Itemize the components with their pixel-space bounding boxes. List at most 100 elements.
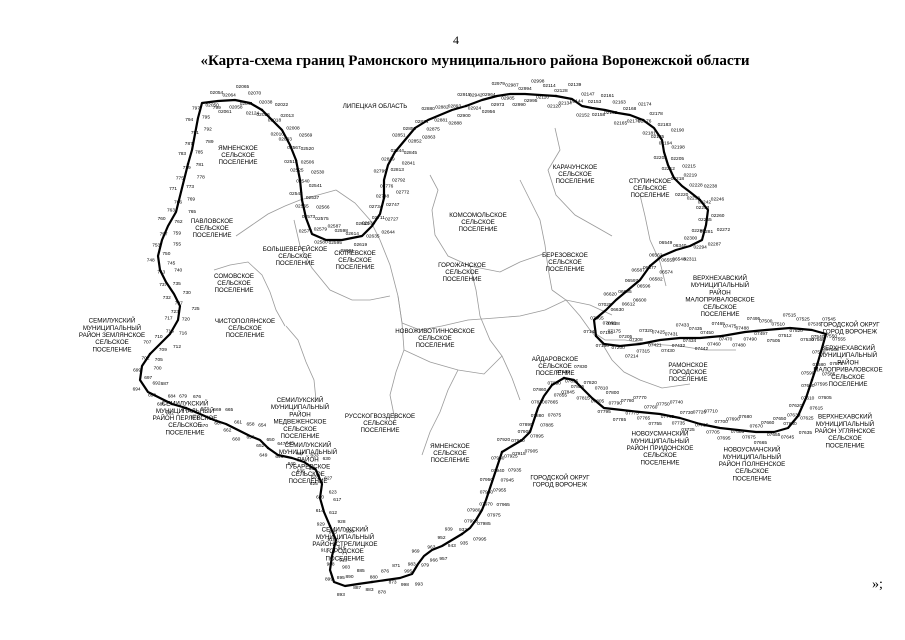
- boundary-point-label: 02577: [299, 229, 313, 235]
- boundary-point-label: 07715: [695, 423, 709, 429]
- boundary-point-label: 07740: [670, 400, 684, 406]
- boundary-point-label: 02530: [311, 170, 325, 176]
- boundary-point-label: 02294: [694, 245, 708, 251]
- boundary-point-label: 07645: [781, 434, 795, 440]
- boundary-point-label: 878: [378, 589, 386, 595]
- boundary-point-label: 737: [159, 282, 167, 288]
- boundary-point-label: 07700: [715, 419, 729, 425]
- boundary-point-label: 02219: [684, 172, 698, 178]
- boundary-point-label: 02841: [402, 161, 416, 167]
- district-boundary: [138, 92, 828, 588]
- boundary-point-label: 02900: [457, 113, 471, 119]
- boundary-point-label: 02128: [554, 88, 568, 94]
- boundary-point-label: 685: [157, 401, 165, 407]
- point-labels: 0205002054020610206402058020650204102070…: [133, 78, 846, 597]
- boundary-point-label: 07421: [648, 342, 662, 348]
- boundary-point-label: 02220: [675, 192, 689, 198]
- boundary-point-label: 07785: [613, 417, 627, 423]
- boundary-point-label: 02985: [501, 95, 515, 101]
- boundary-point-label: 07810: [595, 386, 609, 392]
- boundary-point-label: 699: [133, 368, 141, 374]
- boundary-point-label: 07450: [700, 330, 714, 336]
- boundary-point-label: 773: [186, 184, 194, 190]
- boundary-point-label: 07940: [491, 468, 505, 474]
- boundary-point-label: 07835: [565, 378, 579, 384]
- boundary-point-label: 07214: [625, 354, 639, 360]
- boundary-point-label: 07725: [681, 427, 695, 433]
- boundary-point-label: 07800: [606, 390, 620, 396]
- boundary-point-label: 07875: [548, 413, 562, 419]
- boundary-point-label: 07865: [545, 400, 559, 406]
- boundary-point-label: 06587: [632, 268, 646, 274]
- boundary-point-label: 02022: [275, 102, 289, 108]
- boundary-point-label: 07860: [533, 387, 547, 393]
- boundary-point-label: 02619: [354, 242, 368, 248]
- boundary-point-label: 07490: [744, 336, 758, 342]
- boundary-point-label: 676: [193, 394, 201, 400]
- boundary-point-label: 723: [171, 309, 179, 315]
- boundary-point-label: 06600: [633, 297, 647, 303]
- boundary-point-label: 727: [175, 301, 183, 307]
- boundary-point-label: 02190: [671, 128, 685, 134]
- boundary-point-label: 02995: [524, 98, 538, 104]
- boundary-point-label: 632: [309, 466, 317, 472]
- boundary-point-label: 635: [297, 468, 305, 474]
- boundary-point-label: 07805: [591, 398, 605, 404]
- boundary-point-label: 02575: [315, 216, 329, 222]
- boundary-point-label: 762: [175, 219, 183, 225]
- boundary-point-label: 02246: [711, 197, 725, 203]
- boundary-point-label: 07630: [787, 413, 801, 419]
- boundary-point-label: 995: [404, 568, 412, 574]
- boundary-point-label: 07068: [603, 321, 617, 327]
- boundary-point-label: 06574: [660, 269, 674, 275]
- boundary-point-label: 998: [401, 582, 409, 588]
- boundary-point-label: 02242: [698, 200, 712, 206]
- region-label: ЛИПЕЦКАЯ ОБЛАСТЬ: [343, 103, 408, 110]
- boundary-point-label: 07028: [607, 321, 621, 327]
- boundary-point-label: 02601: [341, 248, 355, 254]
- boundary-point-label: 07600: [801, 383, 815, 389]
- boundary-point-label: 658: [247, 421, 255, 427]
- boundary-point-label: 614: [316, 508, 324, 514]
- boundary-point-label: 02542: [289, 191, 303, 197]
- boundary-point-label: 07500: [759, 319, 773, 325]
- boundary-point-label: 07920: [497, 437, 511, 443]
- boundary-point-label: 913: [321, 548, 329, 554]
- boundary-point-label: 06597: [625, 278, 639, 284]
- boundary-point-label: 908: [327, 562, 335, 568]
- boundary-point-label: 07610: [801, 395, 815, 401]
- boundary-point-label: 02587: [328, 224, 342, 230]
- boundary-point-label: 02018: [268, 117, 282, 123]
- boundary-point-label: 785: [195, 150, 203, 156]
- boundary-point-label: 07890: [519, 422, 533, 428]
- boundary-point-label: 02792: [392, 177, 406, 183]
- trailing-text: »;: [872, 577, 883, 592]
- boundary-point-label: 799: [213, 105, 221, 111]
- boundary-point-label: 02176: [638, 118, 652, 124]
- boundary-point-label: 07770: [633, 395, 647, 401]
- boundary-point-label: 07160: [596, 343, 610, 349]
- boundary-point-label: 06553: [661, 258, 675, 264]
- boundary-point-label: 02300: [684, 235, 698, 241]
- boundary-point-label: 652: [256, 443, 264, 449]
- boundary-point-label: 02311: [684, 256, 697, 262]
- boundary-point-label: 02202: [654, 155, 668, 161]
- boundary-point-label: 02272: [717, 227, 731, 233]
- boundary-point-label: 02525: [290, 168, 304, 174]
- boundary-point-label: 07990: [464, 518, 478, 524]
- boundary-point-label: 02230: [687, 196, 701, 202]
- boundary-point-label: 07945: [501, 478, 515, 484]
- boundary-point-label: 07765: [637, 416, 651, 422]
- boundary-point-label: 02260: [711, 213, 725, 219]
- boundary-point-label: 02994: [518, 86, 532, 92]
- boundary-point-label: 02924: [468, 106, 482, 112]
- boundary-point-label: 745: [167, 261, 175, 267]
- boundary-point-label: 679: [179, 394, 187, 400]
- boundary-point-label: 07560: [812, 337, 826, 343]
- boundary-point-label: 07495: [747, 316, 761, 322]
- boundary-point-label: 748: [147, 258, 155, 264]
- boundary-point-label: 07434: [683, 338, 697, 344]
- boundary-point-label: 983: [408, 562, 416, 568]
